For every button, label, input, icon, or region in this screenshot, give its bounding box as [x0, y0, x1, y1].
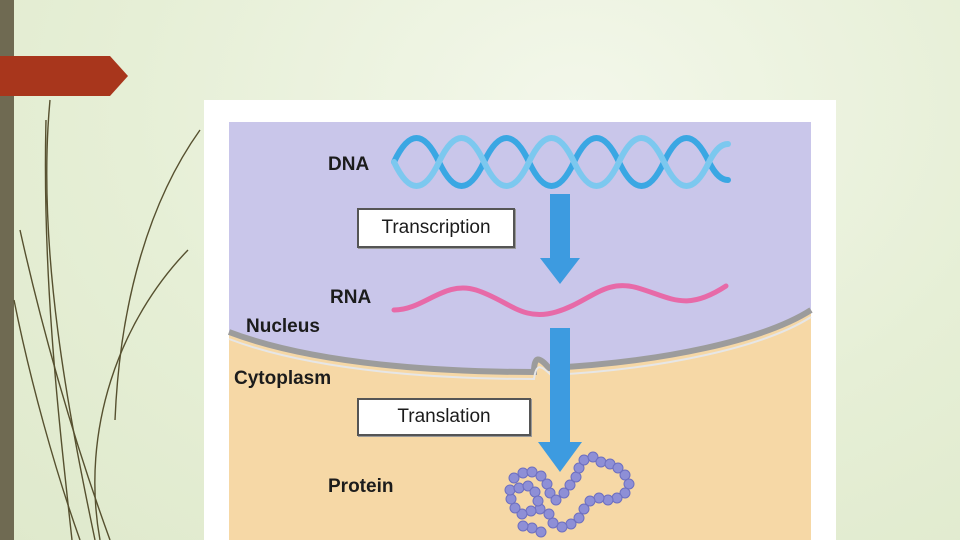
gene-expression-diagram: [227, 122, 813, 540]
slide-accent-tab: [0, 56, 128, 96]
protein-chain-icon: [504, 451, 635, 538]
decorative-lines: [13, 99, 201, 540]
down-arrow-icon: [538, 328, 582, 472]
rna-strand-icon: [391, 283, 729, 318]
cytoplasm-label: Cytoplasm: [234, 368, 332, 389]
nucleus-label: Nucleus: [246, 316, 320, 337]
protein-label: Protein: [328, 476, 394, 497]
translation-box: Translation: [357, 398, 531, 436]
dna-double-helix-icon: [391, 135, 731, 189]
figure-panel: DNA Transcription RNA Nucleus Cytoplasm …: [204, 100, 836, 540]
down-arrow-icon: [540, 194, 580, 284]
nuclear-membrane: [227, 307, 813, 376]
slide-left-bar: [0, 0, 14, 540]
nucleus-region: [229, 122, 811, 372]
transcription-box: Transcription: [357, 208, 515, 248]
rna-label: RNA: [330, 287, 372, 308]
dna-label: DNA: [328, 154, 370, 175]
